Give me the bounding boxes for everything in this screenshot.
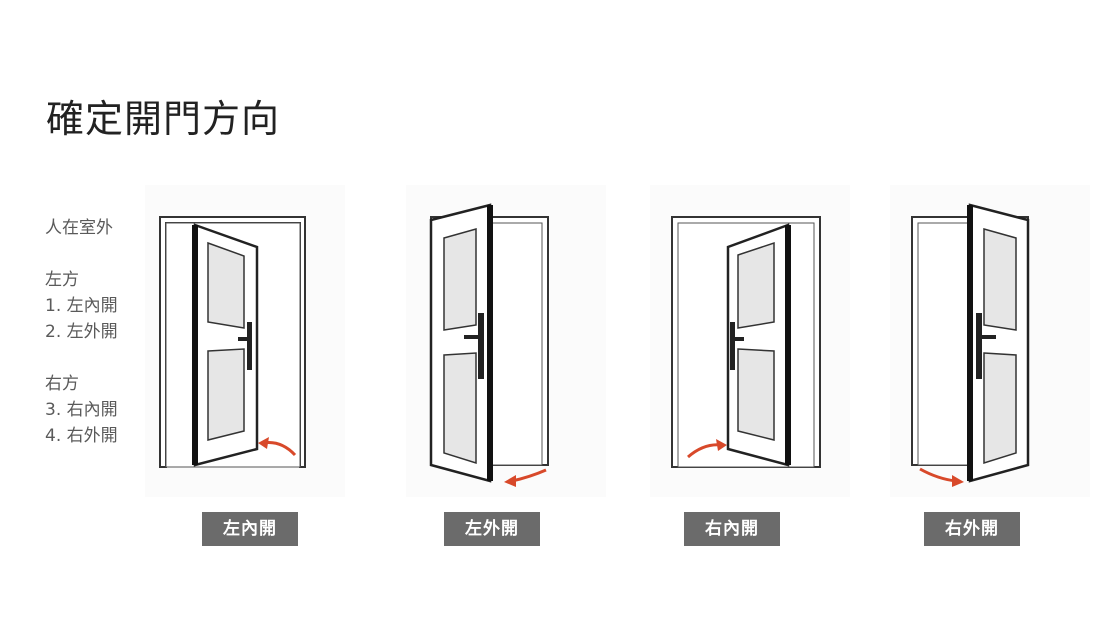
swing-arrow-curve [919, 467, 957, 483]
door-handle [247, 322, 252, 370]
swing-arrow-head [258, 437, 269, 449]
door-label-right-inward: 右內開 [684, 512, 780, 546]
door-handle-lever [238, 337, 251, 341]
door-diagram-left-outward [406, 185, 606, 497]
legend-left-group: 左方 1. 左內開 2. 左外開 [45, 267, 118, 345]
door-label-left-outward: 左外開 [444, 512, 540, 546]
legend-right-item-4: 4. 右外開 [45, 426, 118, 446]
legend-left-item-2: 2. 左外開 [45, 322, 118, 342]
glass-panel-top [737, 241, 775, 329]
door-handle-lever [978, 335, 996, 339]
door-diagram-right-outward [890, 185, 1090, 497]
legend-left-heading: 左方 [45, 270, 79, 290]
legend-right-heading: 右方 [45, 374, 79, 394]
door-handle [478, 313, 484, 379]
page-title: 確定開門方向 [46, 97, 281, 141]
door-handle-lever [464, 335, 482, 339]
legend-left-item-1: 1. 左內開 [45, 296, 118, 316]
door-diagram-right-inward [650, 185, 850, 497]
door-handle-lever [731, 337, 744, 341]
legend-right-item-3: 3. 右內開 [45, 400, 118, 420]
door-direction-legend: 人在室外 左方 1. 左內開 2. 左外開 右方 3. 右內開 4. 右外開 [45, 215, 118, 475]
legend-viewpoint-text: 人在室外 [45, 218, 113, 238]
legend-viewpoint: 人在室外 [45, 215, 118, 241]
swing-arrow-head [716, 439, 727, 451]
glass-panel-top [983, 228, 1017, 331]
door-handle [976, 313, 982, 379]
glass-panel-bottom [443, 352, 477, 465]
glass-panel-bottom [983, 352, 1017, 465]
door-label-left-inward: 左內開 [202, 512, 298, 546]
swing-arrow-curve [511, 468, 547, 483]
swing-arrow-head [504, 475, 516, 487]
glass-panel-bottom [207, 348, 245, 441]
door-diagram-left-inward [145, 185, 345, 497]
glass-panel-top [443, 228, 477, 331]
glass-panel-top [207, 241, 245, 329]
swing-arrow-head [952, 475, 964, 487]
door-handle [730, 322, 735, 370]
glass-panel-bottom [737, 348, 775, 441]
legend-right-group: 右方 3. 右內開 4. 右外開 [45, 371, 118, 449]
door-label-right-outward: 右外開 [924, 512, 1020, 546]
